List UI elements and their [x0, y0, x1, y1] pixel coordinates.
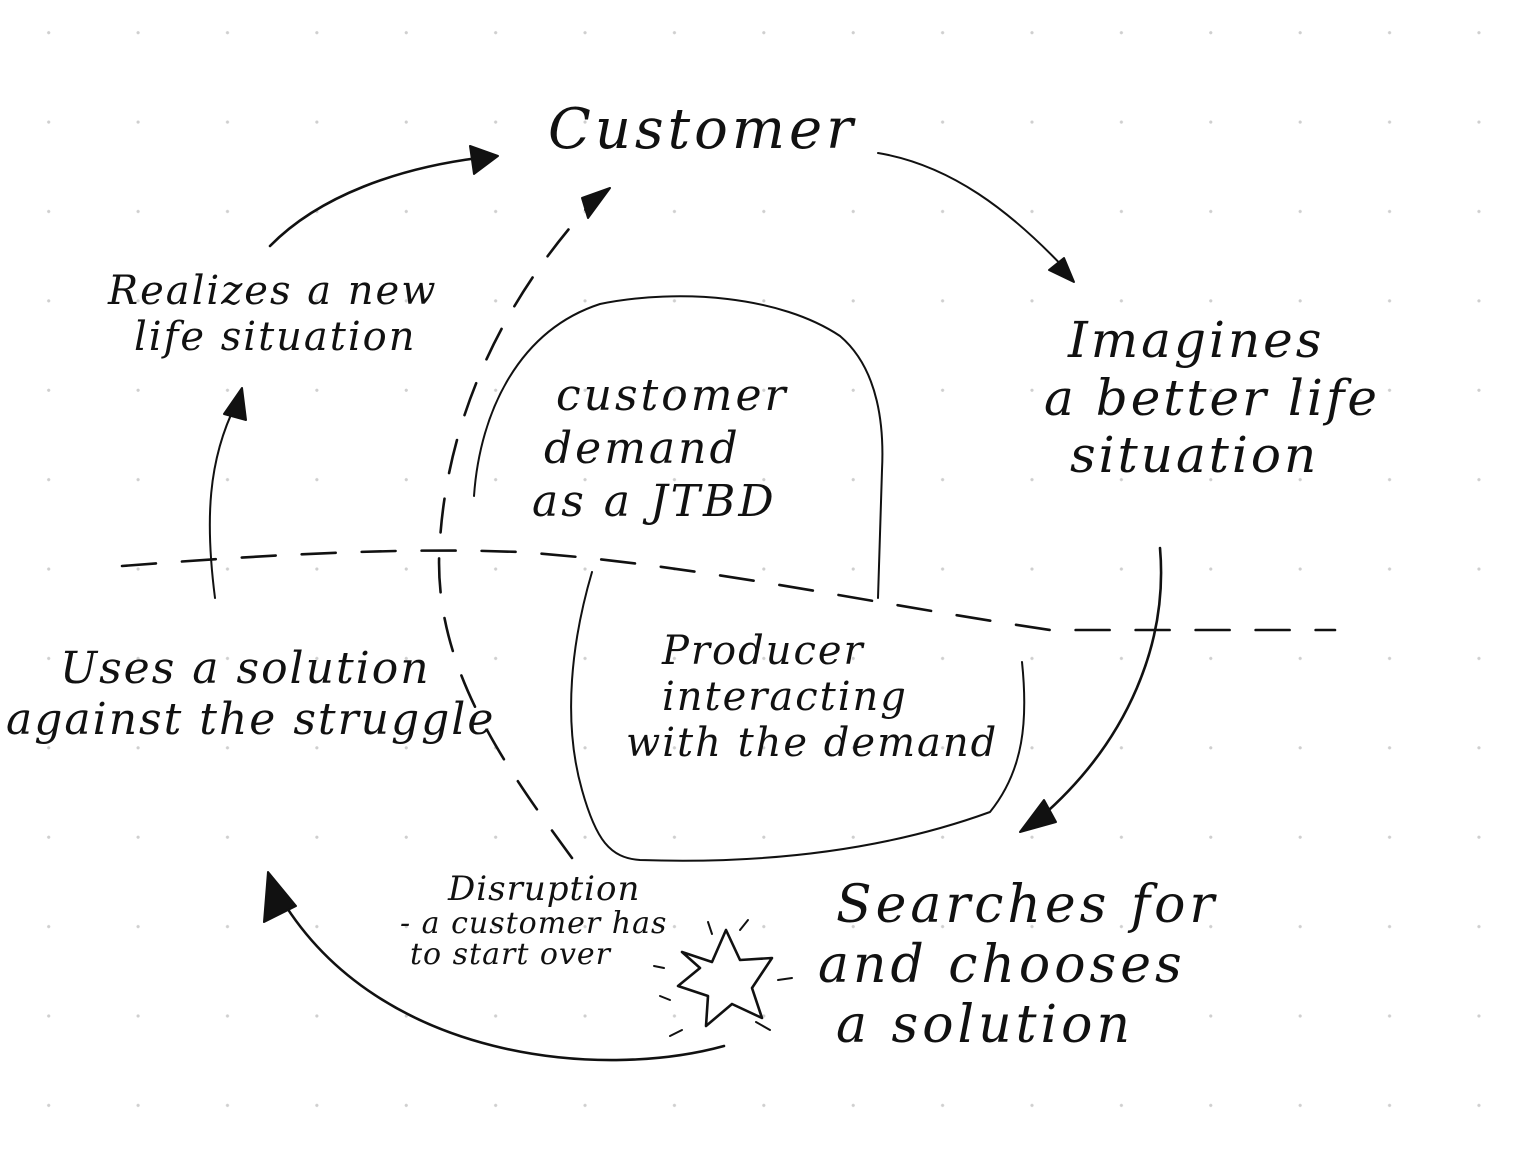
node-searches-line-3: a solution — [836, 994, 1134, 1055]
node-producer-line-3: with the demand — [626, 720, 999, 766]
node-searches-line-2: and chooses — [818, 934, 1186, 995]
edge-realizes-to-customer — [268, 156, 480, 248]
node-producer-line-1: Producer — [662, 628, 865, 674]
node-uses-line-1: Uses a solution — [60, 643, 431, 694]
arrowhead-customer — [469, 145, 499, 175]
node-searches-line-1: Searches for — [836, 875, 1219, 935]
node-disruption-line-2: - a customer has — [400, 905, 668, 941]
edge-imagines-to-searches — [1038, 546, 1163, 820]
arrowhead-imagines — [1048, 257, 1075, 283]
divider-dashed-line — [120, 549, 1337, 632]
node-realizes-line-2: life situation — [134, 314, 417, 360]
disruption-burst-icon — [653, 919, 793, 1037]
node-disruption-line-3: to start over — [410, 937, 612, 973]
demand-blob — [473, 295, 884, 599]
node-realizes: Realizes a new life situation — [108, 268, 437, 360]
arrowhead-uses — [263, 871, 297, 923]
node-customer: Customer — [548, 97, 857, 162]
arrowhead-searches — [1019, 799, 1057, 833]
node-imagines: Imagines a better life situation — [1044, 311, 1380, 485]
edge-disruption-to-customer — [437, 194, 600, 860]
node-realizes-line-1: Realizes a new — [108, 268, 438, 314]
node-producer-line-2: interacting — [662, 674, 908, 720]
node-demand-line-3: as a JTBD — [532, 475, 777, 527]
producer-blob — [570, 571, 1026, 862]
node-imagines-line-3: situation — [1070, 426, 1320, 484]
node-disruption-line-1: Disruption — [448, 869, 641, 909]
edge-customer-to-imagines — [877, 152, 1069, 273]
node-demand-line-2: demand — [544, 422, 741, 474]
node-producer: Producer interacting with the demand — [626, 628, 998, 766]
node-searches: Searches for and chooses a solution — [818, 875, 1219, 1055]
node-customer-line-1: Customer — [548, 97, 857, 162]
node-imagines-line-2: a better life — [1044, 368, 1380, 427]
node-demand: customer demand as a JTBD — [532, 370, 789, 528]
edge-searches-to-uses — [280, 898, 726, 1062]
node-disruption: Disruption - a customer has to start ove… — [400, 869, 668, 973]
node-uses: Uses a solution against the struggle — [6, 643, 496, 745]
arrowhead-customer-dashed — [581, 187, 611, 219]
arrowhead-realizes — [223, 387, 247, 421]
node-demand-line-1: customer — [556, 370, 789, 421]
node-imagines-line-1: Imagines — [1068, 311, 1325, 369]
edge-uses-to-realizes — [208, 403, 237, 599]
node-uses-line-2: against the struggle — [6, 693, 496, 745]
